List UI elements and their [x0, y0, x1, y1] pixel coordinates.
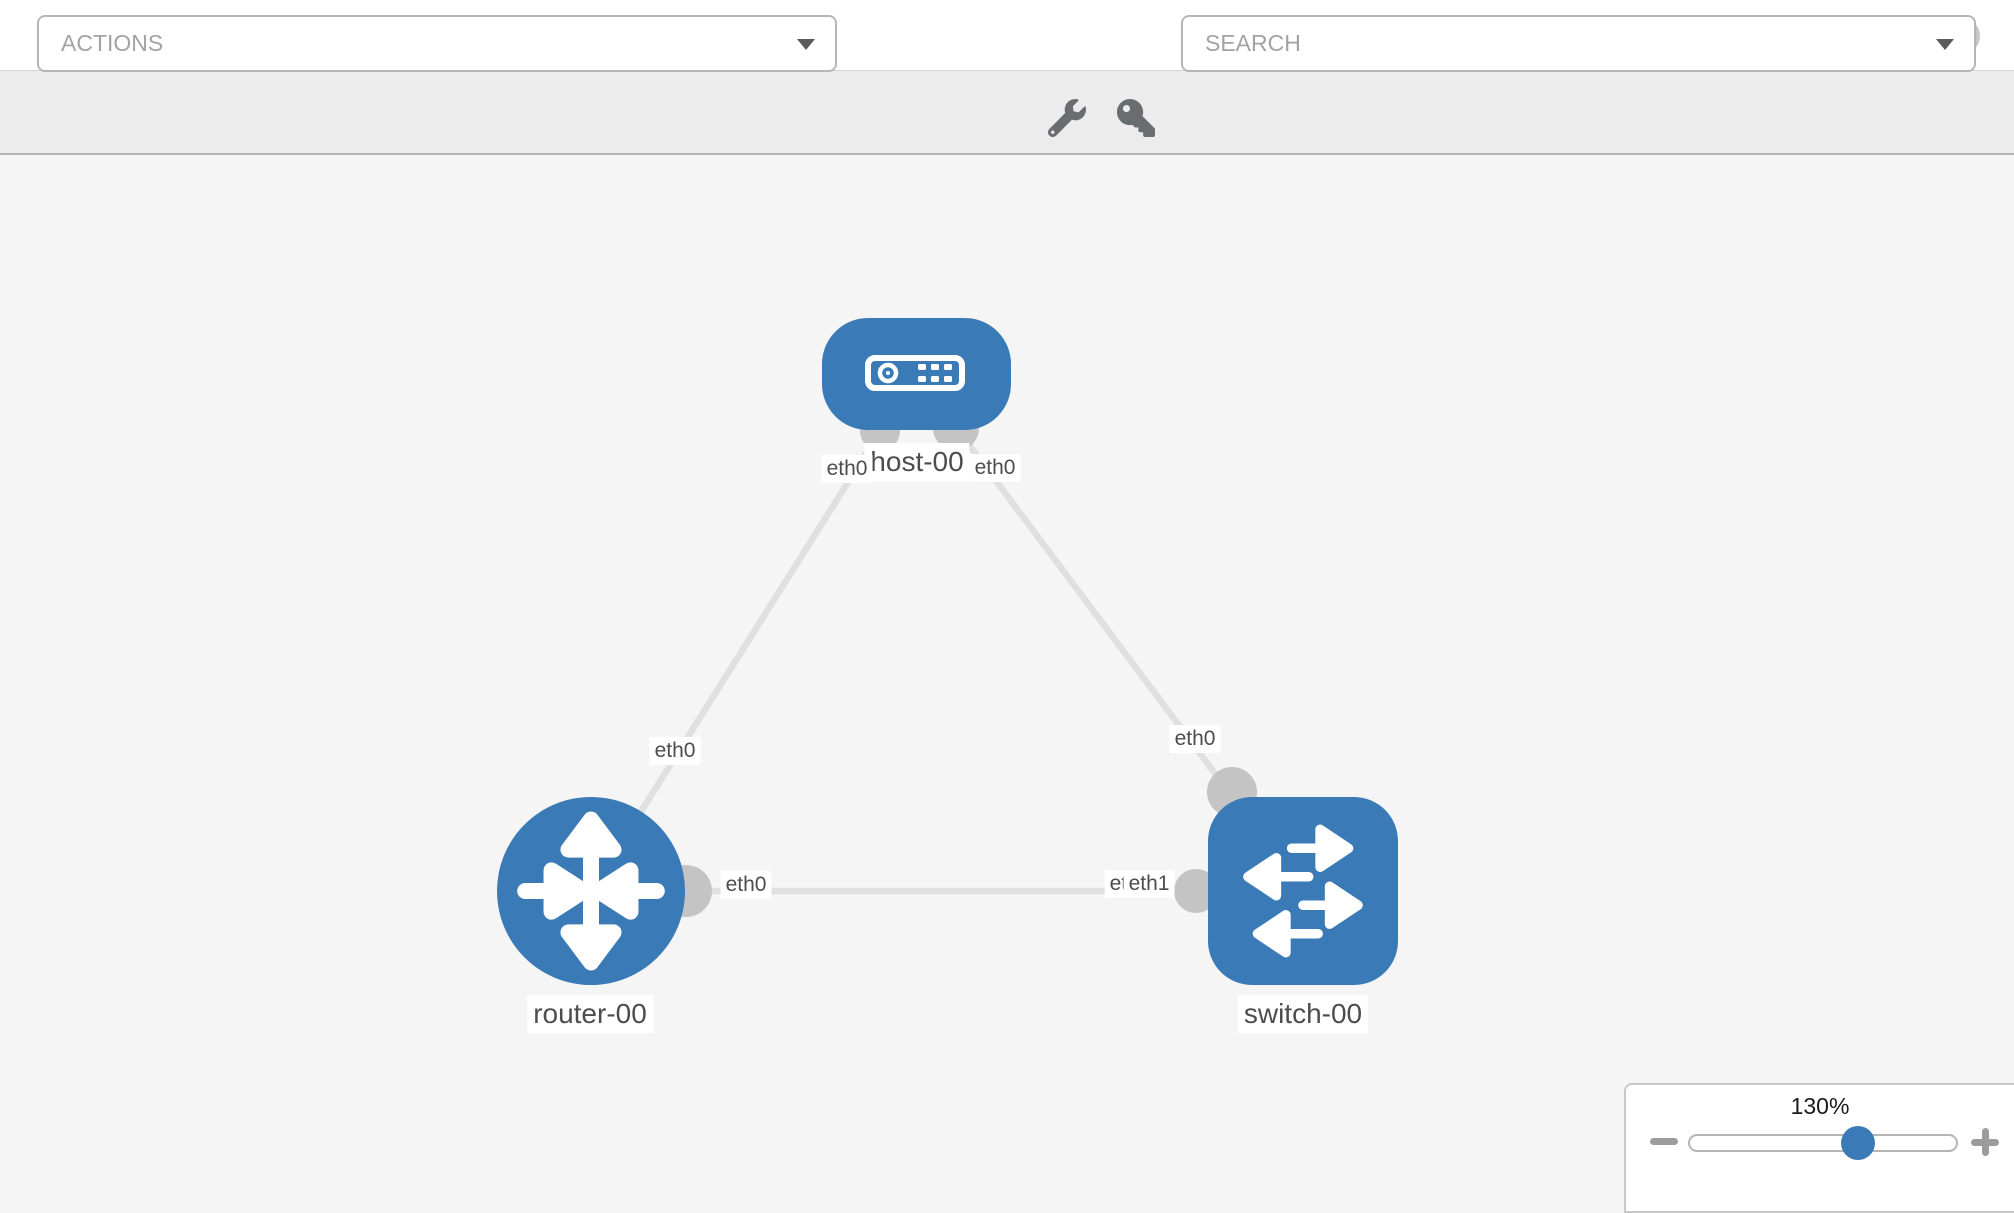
- router-00-node[interactable]: [497, 797, 685, 985]
- minus-icon[interactable]: [1650, 1138, 1678, 1145]
- interface-label-eth0: eth0: [720, 871, 772, 899]
- zoom-level: 130%: [1790, 1093, 1850, 1119]
- search-dropdown-placeholder: SEARCH: [1205, 30, 1301, 56]
- toolbar: [0, 70, 2014, 155]
- zoom-slider[interactable]: [1688, 1126, 1958, 1160]
- wrench-icon[interactable]: [1047, 99, 1086, 138]
- plus-icon[interactable]: [1970, 1127, 2000, 1157]
- switch-00-node[interactable]: [1208, 797, 1398, 985]
- actions-dropdown-label: ACTIONS: [61, 30, 164, 56]
- zoom-slider-handle[interactable]: [1841, 1126, 1876, 1160]
- switch-00-label: switch-00: [1237, 995, 1369, 1033]
- interface-label-eth0: eth0: [1169, 725, 1221, 753]
- key-icon[interactable]: [1117, 99, 1155, 137]
- chevron-down-icon: [797, 39, 815, 50]
- host-00-label: host-00: [864, 443, 970, 481]
- interface-label-eth1: eth1: [1123, 870, 1175, 898]
- router-00-label: router-00: [527, 995, 653, 1033]
- interface-label-eth0: eth0: [969, 454, 1021, 482]
- zoom-panel: 130%: [1624, 1083, 2014, 1213]
- search-dropdown[interactable]: SEARCH: [1181, 15, 1976, 72]
- host-00-node[interactable]: [821, 318, 1011, 430]
- chevron-down-icon: [1936, 39, 1954, 50]
- interface-label-eth0: eth0: [821, 455, 873, 483]
- host-icon: [864, 355, 965, 391]
- actions-dropdown[interactable]: ACTIONS: [37, 15, 837, 72]
- interface-port[interactable]: [1174, 869, 1218, 913]
- switch-icon: [1243, 824, 1363, 958]
- interface-label-eth0: eth0: [649, 737, 701, 765]
- router-icon: [517, 811, 665, 971]
